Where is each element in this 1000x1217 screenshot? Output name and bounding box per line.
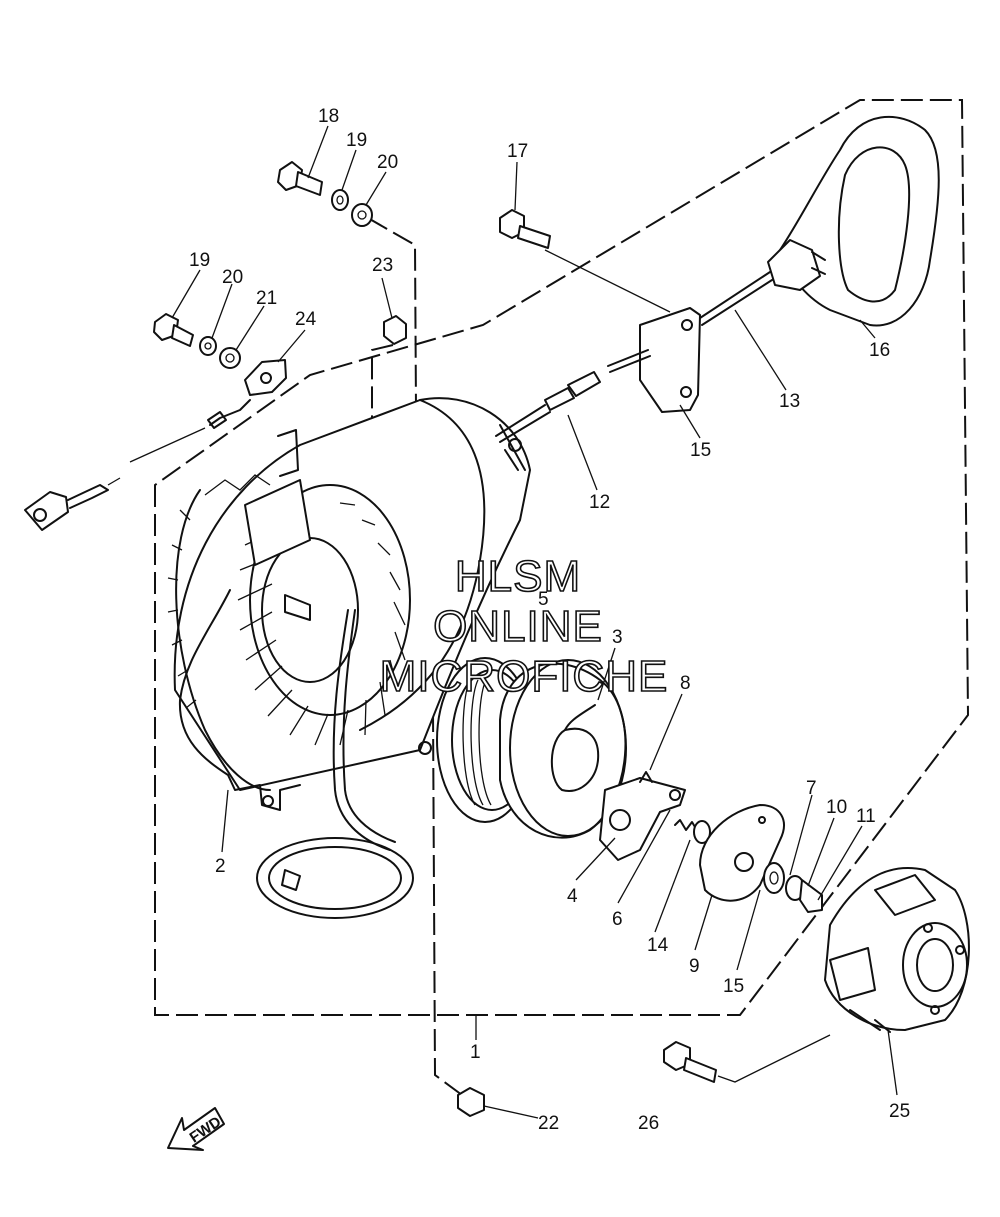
callout-11: 11: [856, 806, 876, 827]
callout-10: 10: [826, 797, 847, 818]
starter-handle: [767, 116, 940, 327]
throttle-cable-assembly: [495, 271, 773, 443]
callout-22: 22: [538, 1113, 559, 1134]
fwd-arrow-icon: FWD: [167, 1107, 225, 1151]
bolt-set-upper: [277, 161, 373, 227]
callout-19-left: 19: [189, 250, 210, 271]
callout-24: 24: [295, 309, 317, 330]
callout-1: 1: [470, 1042, 481, 1063]
drive-pulley: [824, 867, 970, 1033]
nut-23: [383, 315, 407, 345]
callout-3: 3: [612, 627, 623, 648]
nut-22: [457, 1087, 485, 1117]
callout-18: 17: [507, 141, 528, 162]
callout-5: 5: [538, 589, 549, 610]
bolt-18: [499, 209, 551, 249]
callout-25: 25: [889, 1101, 910, 1122]
callout-14: 14: [647, 935, 669, 956]
callout-26: 26: [638, 1113, 659, 1134]
callout-2: 2: [215, 856, 226, 877]
callout-9: 9: [689, 956, 700, 977]
watermark-line3: MICROFICHE: [380, 652, 669, 701]
stop-switch-cable: [24, 359, 287, 531]
watermark: HLSM ONLINE MICROFICHE: [379, 551, 669, 702]
callout-6: 6: [612, 909, 623, 930]
starter-case: [167, 397, 531, 811]
assembly-boundary: [154, 99, 970, 1016]
spring-14: [674, 819, 711, 844]
rope-reel: [436, 657, 627, 839]
washer-bolt-set: [763, 862, 823, 913]
callout-7: 7: [806, 778, 817, 799]
callout-20-top: 19: [346, 130, 367, 151]
watermark-line2: ONLINE: [433, 602, 603, 651]
callout-labels: 18 19 20 17 19 20 23 21 24 16 13 15 12 5…: [189, 106, 910, 1134]
callout-4: 4: [567, 886, 578, 907]
callout-19-top: 18: [318, 106, 339, 127]
leader-nut-path: [432, 709, 463, 1096]
leader-lines: [171, 125, 898, 1119]
bolt-set-lower: [153, 313, 241, 369]
callout-23: 23: [372, 255, 393, 276]
bolt-26: [663, 1041, 717, 1083]
callout-8: 8: [680, 673, 691, 694]
starter-rope: [256, 609, 414, 919]
callout-16: 16: [869, 340, 890, 361]
callout-15: 15: [723, 976, 744, 997]
watermark-line1: HLSM: [455, 552, 581, 601]
callout-13: 13: [779, 391, 800, 412]
callout-12: 12: [589, 492, 610, 513]
callout-20-left: 20: [222, 267, 243, 288]
ratchet-pawl: [599, 771, 686, 861]
callout-21-left: 21: [256, 288, 277, 309]
callout-21-top: 20: [377, 152, 398, 173]
callout-17: 15: [690, 440, 711, 461]
friction-plate: [699, 804, 785, 902]
